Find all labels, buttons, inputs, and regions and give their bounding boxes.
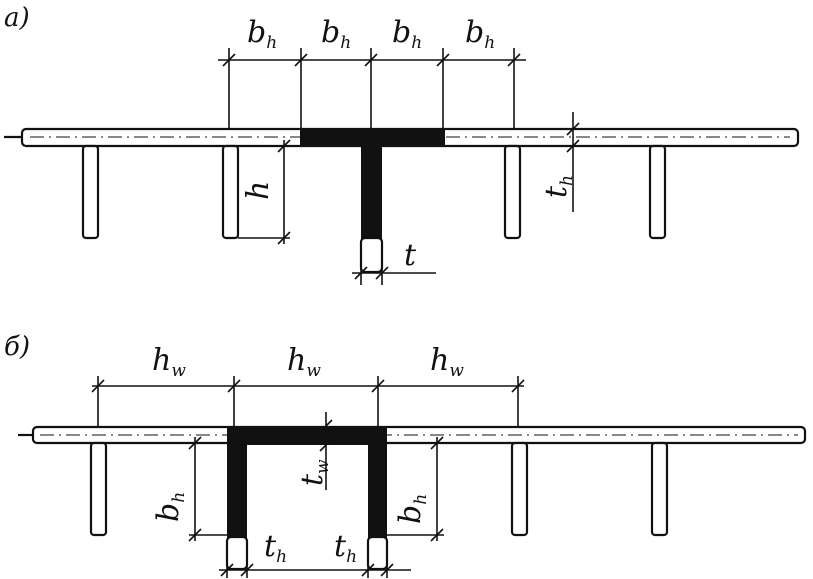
- dim-a-h: h: [241, 181, 276, 200]
- dim-a-bh-3: bh: [392, 15, 422, 53]
- dim-b-tw: tw: [295, 459, 333, 486]
- dim-a-bh-1: bh: [247, 15, 277, 53]
- panel-b-bottom-dimension: [219, 560, 411, 578]
- dim-b-hw-1: hw: [152, 343, 186, 381]
- dim-b-th-2: th: [334, 529, 357, 567]
- panel-b-label: б): [4, 332, 30, 362]
- panel-b-web-dimension: [319, 412, 333, 490]
- panel-a-ribs: [81, 144, 667, 240]
- panel-a-rib-height-dimension: [238, 139, 291, 245]
- panel-b-left-dimension: [188, 436, 227, 542]
- panel-a-label: а): [4, 3, 30, 33]
- panel-b-ribs: [89, 441, 669, 537]
- panel-b-slab: [18, 425, 807, 445]
- panel-a: а): [4, 3, 800, 285]
- dim-a-bh-2: bh: [321, 15, 351, 53]
- dim-a-bh-4: bh: [465, 15, 495, 53]
- dim-b-bh-right: bh: [393, 494, 431, 524]
- dim-b-hw-2: hw: [287, 343, 321, 381]
- dim-a-th: th: [539, 175, 577, 198]
- dim-b-bh-left: bh: [151, 492, 189, 522]
- panel-a-flange-dimension: [566, 112, 580, 212]
- panel-a-t-section: [300, 128, 445, 274]
- panel-b: б): [4, 332, 807, 578]
- panel-a-rib-width-dimension: [352, 262, 436, 285]
- dim-a-t: t: [404, 238, 417, 273]
- panel-b-top-dimension: [91, 376, 525, 427]
- panel-b-box-section: [225, 426, 389, 571]
- panel-a-top-dimension: [218, 48, 526, 129]
- dim-b-th-1: th: [264, 529, 287, 567]
- panel-a-dim-labels: bh bh bh bh: [247, 15, 495, 53]
- panel-b-dim-labels: hw hw hw: [152, 343, 464, 381]
- dim-b-hw-3: hw: [430, 343, 464, 381]
- panel-b-right-dimension: [387, 436, 444, 542]
